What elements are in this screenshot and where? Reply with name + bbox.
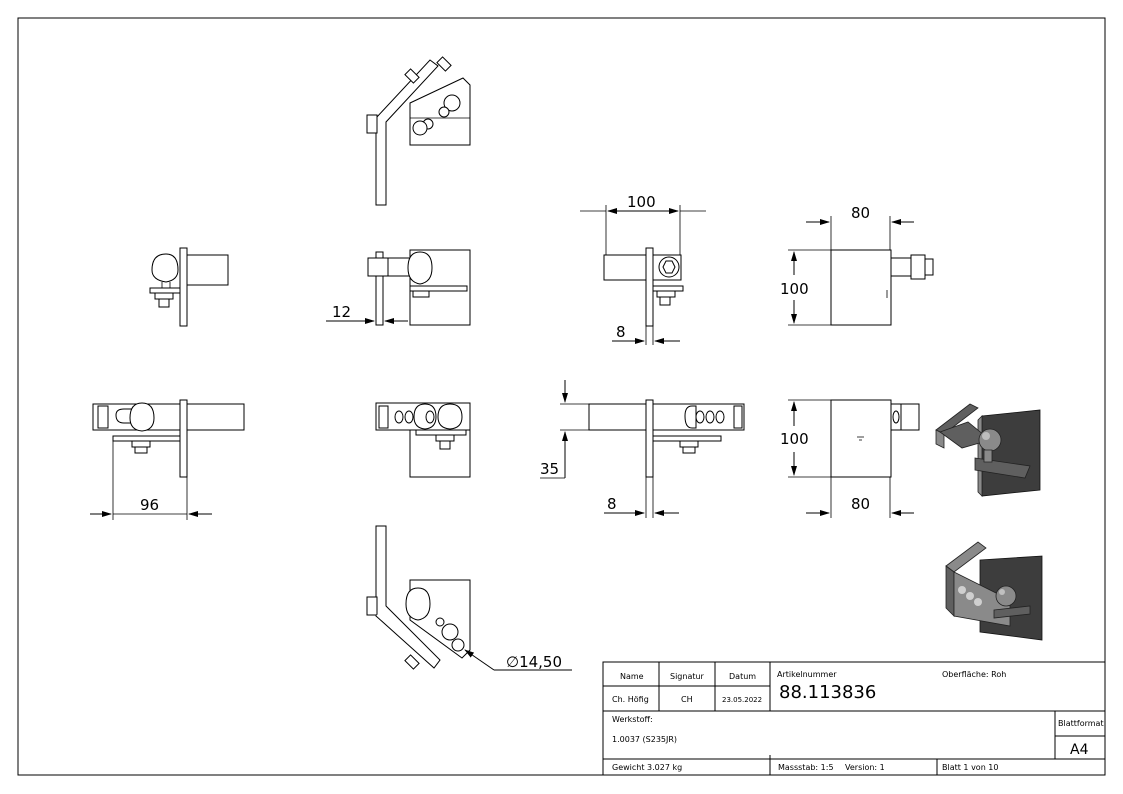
view-plan-right — [588, 399, 745, 478]
dim-100-front: 100 — [780, 399, 831, 478]
tb-signatur-value: CH — [681, 695, 693, 704]
dim-96-label: 96 — [140, 496, 159, 514]
dim-8-bottom: 8 — [604, 477, 679, 518]
tb-header-signatur: Signatur — [670, 672, 705, 681]
tb-header-datum: Datum — [729, 672, 756, 681]
iso-view-2 — [945, 541, 1043, 641]
view-side-with-12 — [367, 249, 471, 326]
tb-gewicht: Gewicht 3.027 kg — [612, 763, 682, 772]
dim-12-label: 12 — [332, 303, 351, 321]
dim-diameter: ∅14,50 — [464, 649, 572, 671]
tb-blatt: Blatt 1 von 10 — [942, 763, 998, 772]
dim-12: 12 — [326, 285, 408, 325]
dim-8-top-label: 8 — [616, 323, 626, 341]
dim-80-bottom-label: 80 — [851, 495, 870, 513]
dim-80-top: 80 — [806, 204, 914, 250]
dim-80-bottom: 80 — [806, 477, 914, 518]
tb-artikelnummer-label: Artikelnummer — [777, 670, 837, 679]
dim-100-side-label: 100 — [780, 280, 809, 298]
tb-artikelnummer-value: 88.113836 — [779, 682, 876, 703]
view-plan-middle — [375, 402, 471, 478]
view-back-bottom — [830, 399, 920, 478]
dim-35-label: 35 — [540, 460, 559, 478]
dim-8-bottom-label: 8 — [607, 495, 617, 513]
tb-werkstoff-label: Werkstoff: — [612, 715, 653, 724]
tb-werkstoff-value: 1.0037 (S235JR) — [612, 735, 677, 744]
tb-version: Version: 1 — [845, 763, 885, 772]
view-side-left-small — [149, 247, 229, 327]
view-bottom-rotated — [366, 525, 471, 670]
iso-view-1 — [935, 403, 1041, 497]
view-top-rotated — [366, 56, 471, 206]
title-block: Name Signatur Datum Ch. Höfig CH 23.05.2… — [602, 661, 1106, 776]
dim-96: 96 — [90, 441, 212, 520]
view-plan-left — [92, 399, 245, 478]
dim-diameter-label: ∅14,50 — [506, 653, 562, 671]
tb-oberflaeche: Oberfläche: Roh — [942, 670, 1006, 679]
tb-blattformat-label: Blattformat — [1058, 719, 1104, 728]
dim-80-top-label: 80 — [851, 204, 870, 222]
sheet-border — [17, 17, 1106, 776]
tb-blattformat-value: A4 — [1070, 742, 1089, 758]
view-front-with-100 — [603, 247, 684, 327]
view-back-top — [830, 249, 934, 326]
tb-header-name: Name — [620, 672, 644, 681]
dim-100-top: 100 — [580, 193, 706, 255]
tb-name-value: Ch. Höfig — [612, 695, 649, 704]
dim-35: 35 — [540, 380, 589, 479]
dim-100-top-label: 100 — [627, 193, 656, 211]
dim-100-front-label: 100 — [780, 430, 809, 448]
tb-datum-value: 23.05.2022 — [722, 696, 762, 704]
tb-massstab: Massstab: 1:5 — [778, 763, 834, 772]
dim-8-top: 8 — [612, 323, 680, 345]
dim-100-side: 100 — [780, 249, 831, 326]
